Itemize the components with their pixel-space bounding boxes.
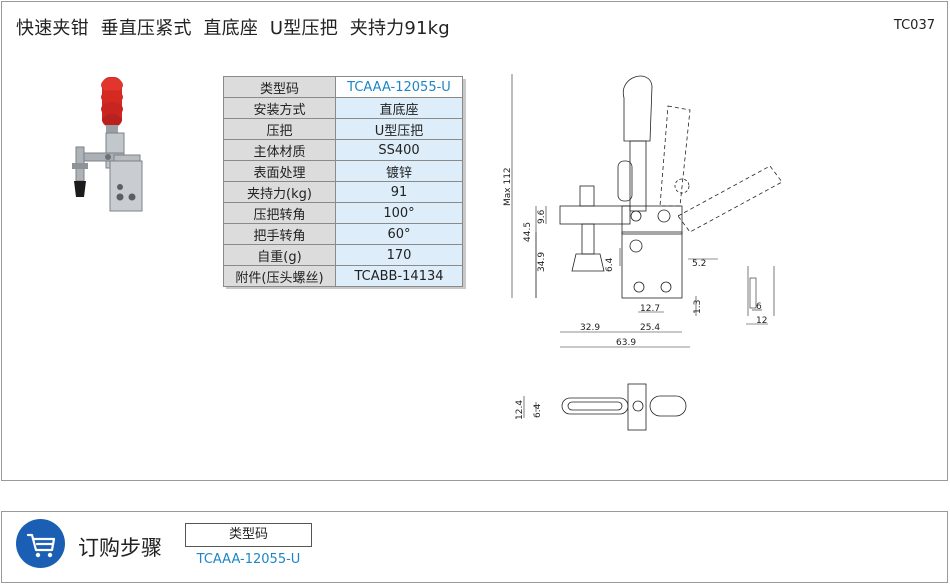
spec-value: 直底座	[335, 97, 463, 119]
spec-value: U型压把	[335, 118, 463, 140]
dim-25-4: 25.4	[640, 323, 660, 333]
dim-34-9: 34.9	[537, 252, 547, 272]
top-dim-12-4: 12.4	[515, 400, 525, 420]
dim-12: 12	[756, 316, 767, 326]
spec-row: 表面处理镀锌	[223, 160, 463, 182]
spec-key: 安装方式	[223, 97, 336, 119]
product-panel: 快速夹钳 垂直压紧式 直底座 U型压把 夹持力91kg TC037	[1, 1, 948, 481]
spec-key: 夹持力(kg)	[223, 181, 336, 203]
dim-32-9: 32.9	[580, 323, 600, 333]
dim-44-5: 44.5	[523, 222, 533, 242]
cart-icon	[16, 519, 65, 568]
dim-12-7: 12.7	[640, 304, 660, 314]
top-view-drawing: 12.4 6.4	[515, 383, 687, 431]
dim-9-6: 9.6	[537, 209, 547, 224]
dim-6-4: 6.4	[605, 257, 615, 272]
spec-row: 自重(g)170	[223, 244, 463, 266]
spec-value: 170	[335, 244, 463, 266]
spec-row: 夹持力(kg)91	[223, 181, 463, 203]
spec-key: 类型码	[223, 76, 336, 98]
type-code-value[interactable]: TCAAA-12055-U	[196, 552, 301, 567]
product-code: TC037	[893, 18, 935, 33]
spec-value: 100°	[335, 202, 463, 224]
spec-row: 附件(压头螺丝)TCABB-14134	[223, 265, 463, 287]
spec-value: SS400	[335, 139, 463, 161]
side-view-drawing: Max 112 44.5 9.6 34.9 6.4 5.2 12.7 1.3 3…	[503, 74, 783, 348]
cart-icon-glyph	[26, 533, 56, 558]
order-steps-title: 订购步骤	[78, 536, 162, 560]
spec-key: 主体材质	[223, 139, 336, 161]
spec-key: 附件(压头螺丝)	[223, 265, 336, 287]
spec-key: 表面处理	[223, 160, 336, 182]
spec-key: 压把转角	[223, 202, 336, 224]
spec-model-value[interactable]: TCAAA-12055-U	[335, 76, 463, 98]
product-photo	[72, 77, 143, 212]
spec-key: 压把	[223, 118, 336, 140]
dim-max-height: Max 112	[503, 167, 513, 206]
spec-value: TCABB-14134	[335, 265, 463, 287]
top-dim-6-4: 6.4	[533, 403, 543, 418]
type-code-label: 类型码	[185, 523, 312, 547]
spec-value: 镀锌	[335, 160, 463, 182]
spec-row: 安装方式直底座	[223, 97, 463, 119]
dim-63-9: 63.9	[616, 338, 636, 348]
spec-key: 自重(g)	[223, 244, 336, 266]
page-title: 快速夹钳 垂直压紧式 直底座 U型压把 夹持力91kg	[16, 18, 450, 39]
dim-6: 6	[756, 302, 762, 312]
spec-key: 把手转角	[223, 223, 336, 245]
spec-value: 60°	[335, 223, 463, 245]
dim-5-2: 5.2	[692, 259, 706, 269]
spec-value: 91	[335, 181, 463, 203]
dim-1-3: 1.3	[693, 300, 703, 314]
order-panel: 订购步骤 类型码 TCAAA-12055-U	[1, 511, 948, 583]
